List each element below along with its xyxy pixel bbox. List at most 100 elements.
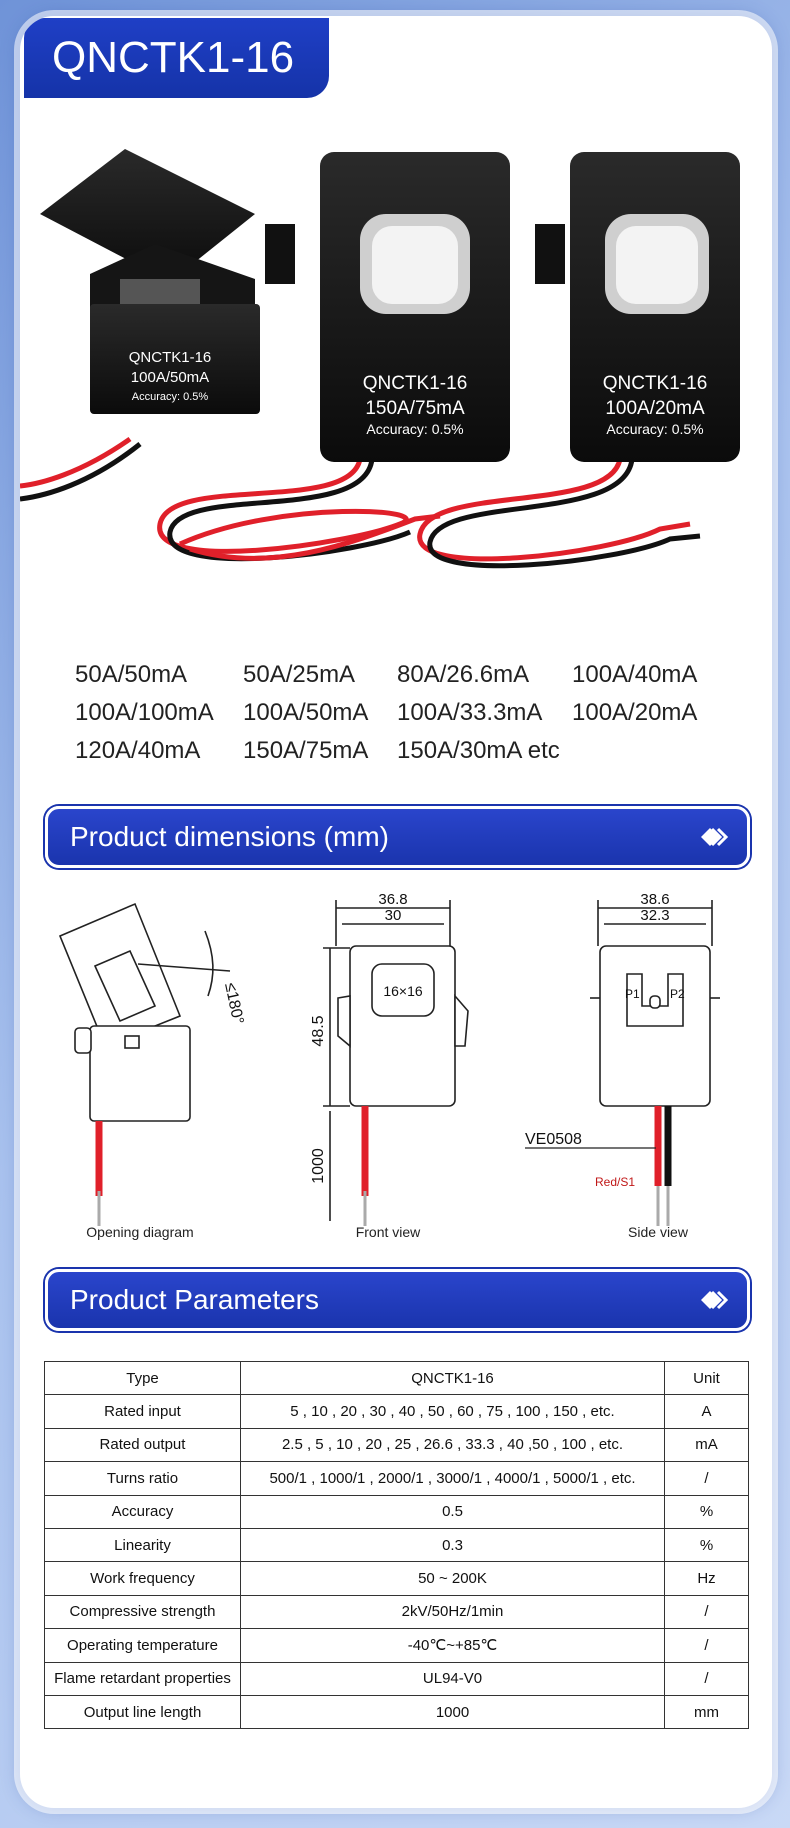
table-row: Operating temperature-40℃~+85℃/ (44, 1628, 749, 1663)
param-unit-cell: / (664, 1594, 749, 1630)
param-value-cell: 1000 (240, 1694, 665, 1730)
ct-middle: QNCTK1-16 150A/75mA Accuracy: 0.5% (265, 152, 510, 462)
param-unit-cell: mm (664, 1694, 749, 1730)
dim-lead-length: 1000 (310, 1148, 327, 1184)
param-value-cell: 500/1 , 1000/1 , 2000/1 , 3000/1 , 4000/… (240, 1461, 665, 1496)
param-value-cell: -40℃~+85℃ (240, 1628, 665, 1663)
rating-item: 80A/26.6mA (397, 661, 530, 688)
product-accuracy-label: Accuracy: 0.5% (132, 391, 209, 403)
diamond-arrow-icon (701, 1290, 729, 1310)
diamond-arrow-icon (701, 827, 729, 847)
param-name-cell: Rated input (44, 1394, 241, 1429)
param-unit-cell: / (664, 1628, 749, 1663)
param-value-cell: 50 ~ 200K (240, 1561, 665, 1596)
red-wire-label: Red/S1 (595, 1175, 635, 1189)
param-value-cell: 2kV/50Hz/1min (240, 1594, 665, 1630)
rating-row: 120A/40mA 150A/75mA 150A/30mA etc (75, 732, 755, 770)
terminal-p2-label: P2 (670, 987, 685, 1001)
section-title: Product Parameters (70, 1284, 319, 1315)
opening-angle-label: ≤180° (221, 981, 246, 1025)
caption-front: Front view (355, 1224, 421, 1240)
rating-item: 150A/30mA etc (397, 737, 560, 764)
param-unit-cell: % (664, 1527, 749, 1563)
dim-front-inner: 30 (385, 907, 402, 924)
dim-side-outer: 38.6 (640, 891, 669, 908)
terminal-code-label: VE0508 (525, 1131, 582, 1148)
section-header-parameters: Product Parameters (45, 1269, 750, 1331)
param-value-cell: 2.5 , 5 , 10 , 20 , 25 , 26.6 , 33.3 , 4… (240, 1427, 665, 1463)
dim-side-inner: 32.3 (640, 907, 669, 924)
rating-row: 100A/100mA 100A/50mA 100A/33.3mA 100A/20… (75, 694, 755, 732)
param-name-cell: Output line length (44, 1694, 241, 1730)
param-unit-cell: % (664, 1494, 749, 1529)
ct-right: QNCTK1-16 100A/20mA Accuracy: 0.5% (535, 152, 740, 462)
param-name-cell: Linearity (44, 1527, 241, 1563)
section-header-dimensions: Product dimensions (mm) (45, 806, 750, 868)
caption-opening: Opening diagram (86, 1224, 194, 1240)
product-rating-label: 150A/75mA (365, 398, 465, 419)
param-unit-cell: / (664, 1661, 749, 1696)
rating-item: 100A/50mA (243, 699, 369, 726)
section-title: Product dimensions (mm) (70, 821, 389, 852)
product-model-label: QNCTK1-16 (603, 373, 708, 394)
rating-list: 50A/50mA 50A/25mA 80A/26.6mA 100A/40mA 1… (75, 656, 755, 770)
param-value-cell: 0.3 (240, 1527, 665, 1563)
param-value-cell: QNCTK1-16 (240, 1360, 665, 1396)
rating-item: 100A/100mA (75, 699, 214, 726)
param-name-cell: Type (44, 1360, 241, 1396)
rating-item: 100A/33.3mA (397, 699, 543, 726)
rating-item: 150A/75mA (243, 737, 369, 764)
product-model-label: QNCTK1-16 (363, 373, 468, 394)
terminal-p1-label: P1 (625, 987, 640, 1001)
param-unit-cell: Hz (664, 1561, 749, 1596)
product-rating-label: 100A/50mA (131, 369, 209, 386)
param-name-cell: Accuracy (44, 1494, 241, 1529)
param-unit-cell: mA (664, 1427, 749, 1463)
rating-item: 120A/40mA (75, 737, 201, 764)
product-accuracy-label: Accuracy: 0.5% (366, 421, 463, 437)
param-name-cell: Compressive strength (44, 1594, 241, 1630)
dim-front-height: 48.5 (310, 1015, 327, 1046)
product-accuracy-label: Accuracy: 0.5% (606, 421, 703, 437)
param-unit-cell: / (664, 1461, 749, 1496)
param-name-cell: Flame retardant properties (44, 1661, 241, 1696)
param-unit-cell: Unit (664, 1360, 749, 1396)
param-name-cell: Operating temperature (44, 1628, 241, 1663)
product-rating-label: 100A/20mA (605, 398, 705, 419)
dimension-drawings: ≤180° 36.8 30 16×16 48.5 1000 38.6 32.3 … (58, 891, 720, 1226)
rating-item: 100A/20mA (572, 699, 698, 726)
param-value-cell: 5 , 10 , 20 , 30 , 40 , 50 , 60 , 75 , 1… (240, 1394, 665, 1429)
side-view (525, 900, 720, 1226)
page-title: QNCTK1-16 (24, 18, 329, 98)
param-name-cell: Work frequency (44, 1561, 241, 1596)
param-value-cell: UL94-V0 (240, 1661, 665, 1696)
product-card: QNCTK1-16 QNCTK1-16 100A/50mA Accuracy: (20, 16, 772, 1808)
param-name-cell: Rated output (44, 1427, 241, 1463)
dim-front-outer: 36.8 (378, 891, 407, 908)
product-photo: QNCTK1-16 100A/50mA Accuracy: 0.5% QNCTK… (20, 149, 740, 569)
param-name-cell: Turns ratio (44, 1461, 241, 1496)
param-unit-cell: A (664, 1394, 749, 1429)
wire-bundle-left (20, 436, 701, 569)
rating-row: 50A/50mA 50A/25mA 80A/26.6mA 100A/40mA (75, 656, 755, 694)
rating-item: 100A/40mA (572, 661, 698, 688)
param-value-cell: 0.5 (240, 1494, 665, 1529)
product-model-label: QNCTK1-16 (129, 349, 212, 366)
rating-item: 50A/25mA (243, 661, 356, 688)
caption-side: Side view (628, 1224, 688, 1240)
front-view (323, 900, 469, 1226)
ct-left-opened: QNCTK1-16 100A/50mA Accuracy: 0.5% (40, 149, 260, 414)
rating-item: 50A/50mA (75, 661, 188, 688)
opening-diagram (58, 902, 231, 1226)
